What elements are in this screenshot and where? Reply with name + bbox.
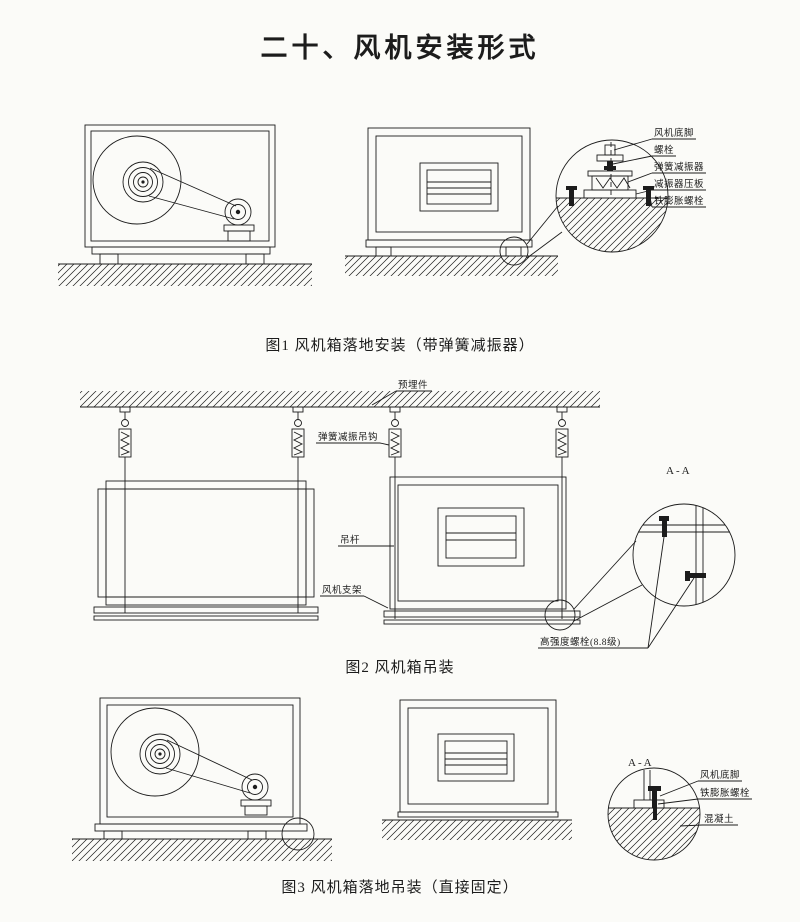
fan-scroll-icon <box>110 707 200 797</box>
fan-bracket-channel <box>93 615 319 621</box>
detail-indicator-circle <box>281 817 315 851</box>
spring-foot-left <box>99 253 119 265</box>
fan-side-view <box>94 697 308 840</box>
detail-indicator-circle <box>499 236 529 266</box>
figure3-caption: 图3 风机箱落地吊装（直接固定） <box>281 880 519 896</box>
ground-hatch-left <box>58 263 312 286</box>
label-section-mark: A-A <box>628 757 654 769</box>
figure2-drawing: A-A 预埋件 弹簧减振吊钩 <box>80 379 736 649</box>
label-spring-damper: 弹簧减振器 <box>654 161 704 173</box>
damper-top-plate <box>587 170 633 177</box>
belt-drive <box>165 739 253 794</box>
label-spring-damper-hook: 弹簧减振吊钩 <box>318 431 378 443</box>
label-fan-bracket: 风机支架 <box>322 584 362 596</box>
base-foot-right <box>247 830 267 840</box>
detail-labels: 风机底脚 螺栓 弹簧减振器 减振器压板 铁膨胀螺栓 <box>612 127 706 208</box>
figure2-caption: 图2 风机箱吊装 <box>345 660 455 676</box>
spring-foot-left <box>375 246 392 257</box>
detail-indicator-circle <box>544 599 576 631</box>
fan-scroll-icon <box>92 135 182 225</box>
projection-line <box>526 231 563 259</box>
motor-pulley-icon <box>240 773 272 816</box>
hanger-assembly <box>388 406 402 458</box>
bolt-nut <box>604 166 616 170</box>
projection-line <box>573 584 643 622</box>
figure2-labels: 预埋件 弹簧减振吊钩 吊杆 风机支架 高强度螺栓(8.8级) <box>316 379 695 649</box>
motor-pulley-icon <box>223 198 255 242</box>
detail-section-aa: A-A <box>632 465 736 607</box>
figure1-drawing: 风机底脚 螺栓 弹簧减振器 减振器压板 铁膨胀螺栓 <box>58 124 706 286</box>
fan-bracket-channel <box>383 619 581 625</box>
hanger-assembly <box>118 406 132 458</box>
belt-drive <box>148 167 237 220</box>
label-high-strength-bolt: 高强度螺栓(8.8级) <box>540 636 621 648</box>
hanger-assembly <box>291 406 305 458</box>
expansion-bolt <box>648 786 661 820</box>
label-hanger-rod: 吊杆 <box>340 534 360 546</box>
fan-foot-flange <box>633 799 665 809</box>
figure3-drawing: A-A 风机底脚 铁膨胀螺栓 混凝土 <box>72 697 752 861</box>
expansion-bolt-right <box>643 186 654 206</box>
detail-labels: 风机底脚 铁膨胀螺栓 混凝土 <box>657 769 752 827</box>
grille-icon <box>437 507 525 567</box>
figure1-caption: 图1 风机箱落地安装（带弹簧减振器） <box>265 338 535 354</box>
label-section-mark: A-A <box>666 465 692 477</box>
ground-hatch-middle <box>345 255 558 276</box>
high-strength-bolt <box>659 516 669 537</box>
base-channel <box>365 239 533 248</box>
fanbox-side-view <box>93 480 319 621</box>
expansion-bolt-left <box>566 186 577 206</box>
hanger-assembly <box>555 406 569 458</box>
projection-line <box>573 540 637 610</box>
label-fan-foot: 风机底脚 <box>654 127 694 139</box>
base-channel <box>94 823 308 832</box>
fan-foot-flange <box>596 154 624 162</box>
fan-front-view <box>397 699 559 818</box>
high-strength-bolt <box>685 571 706 581</box>
projection-line <box>526 205 559 245</box>
fan-bracket-channel <box>93 606 319 614</box>
label-bolt: 螺栓 <box>654 144 674 156</box>
grille-icon <box>419 162 499 212</box>
page-title: 二十、风机安装形式 <box>260 33 540 63</box>
label-iron-expansion-bolt: 铁膨胀螺栓 <box>654 195 704 207</box>
ground-hatch-middle <box>382 819 572 840</box>
label-fan-foot: 风机底脚 <box>700 769 740 781</box>
fan-bracket-channel <box>383 610 581 618</box>
damper-pressure-plate <box>583 189 637 199</box>
detail-direct-fixing: A-A <box>607 757 701 861</box>
grille-icon <box>437 733 515 782</box>
label-concrete: 混凝土 <box>704 813 734 825</box>
base-strip <box>397 811 559 818</box>
fanbox-front-view <box>383 476 581 625</box>
spring-foot-right <box>505 246 522 257</box>
fan-foot-web <box>604 144 616 156</box>
label-damper-plate: 减振器压板 <box>654 178 704 190</box>
spring-foot-right <box>245 253 265 265</box>
fan-front-view <box>365 127 533 257</box>
base-channel <box>91 246 271 255</box>
ground-hatch-left <box>72 838 332 861</box>
fan-side-view <box>84 124 276 265</box>
label-embedded-part: 预埋件 <box>398 379 428 391</box>
base-foot-left <box>103 830 123 840</box>
label-iron-expansion-bolt: 铁膨胀螺栓 <box>700 787 750 799</box>
ceiling-slab <box>80 391 600 408</box>
